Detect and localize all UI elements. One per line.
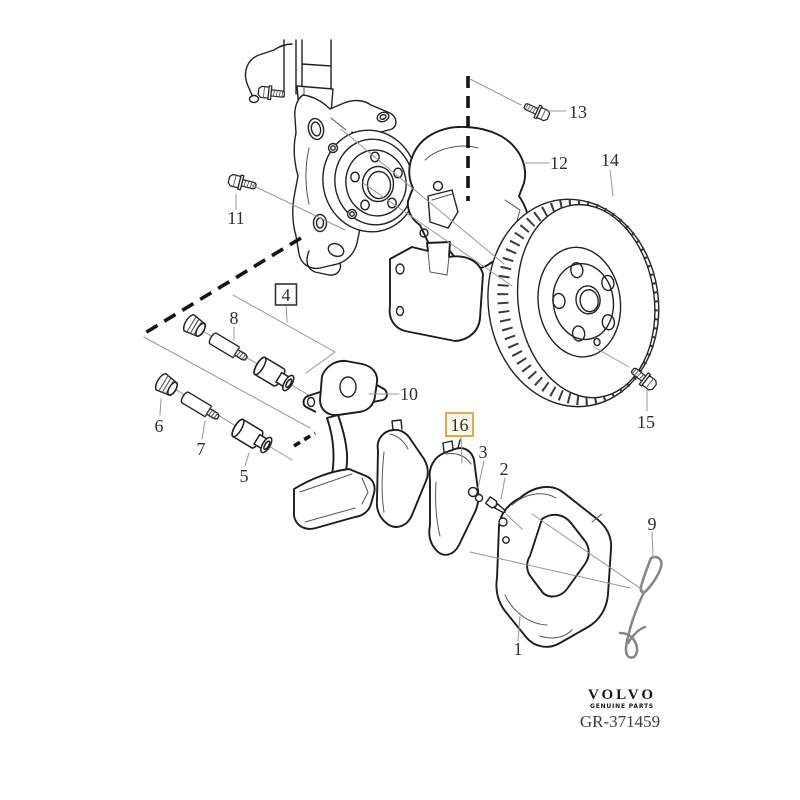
steering-knuckle-hub-assembly [244, 39, 418, 276]
wheel-speed-sensor-wire [244, 43, 293, 104]
callout-labels: 1 2 3 4 5 6 7 8 9 10 11 12 13 14 15 16 [155, 102, 657, 659]
wheel-hub [322, 129, 418, 233]
hub-flange-bolt [327, 142, 339, 154]
genuine-parts-text: GENUINE PARTS [590, 703, 654, 710]
callout-8: 8 [230, 308, 239, 328]
callout-leader-lines [159, 78, 654, 642]
callout-1: 1 [514, 639, 523, 659]
branding-block: VOLVO GENUINE PARTS GR-371459 [580, 687, 660, 731]
callout-2: 2 [500, 459, 509, 479]
callout-15: 15 [637, 412, 655, 432]
callout-13: 13 [569, 102, 587, 122]
brake-caliper [495, 486, 613, 648]
callout-14: 14 [601, 150, 619, 170]
hub-flange-bolt [346, 208, 358, 220]
pinch-bolt [257, 84, 286, 102]
callout-5: 5 [240, 466, 249, 486]
guide-pin-kit [152, 312, 298, 457]
guide-pin-8 [207, 331, 251, 365]
anti-rattle-spring [618, 555, 663, 659]
brake-pad-inner [375, 419, 429, 528]
callout-11: 11 [227, 208, 244, 228]
drawing-number: GR-371459 [580, 712, 660, 731]
guide-pin-7 [179, 390, 223, 424]
volvo-logo: VOLVO [588, 687, 656, 703]
splash-shield-lower-section [388, 241, 484, 342]
brake-pad-outer [428, 439, 480, 556]
guide-pin-cap-6 [152, 371, 182, 400]
callout-16: 16 [451, 415, 469, 435]
knuckle-bolt-11 [226, 171, 259, 194]
guide-pin-sleeve-upper [251, 354, 298, 395]
bleed-screw-cap [467, 486, 484, 503]
brake-pads [375, 419, 480, 556]
guide-pin-sleeve-5 [229, 416, 276, 457]
callout-4: 4 [282, 285, 291, 305]
guide-pin-cap-upper [180, 312, 210, 341]
installation-dashed-lines [144, 76, 470, 448]
callout-4-box [274, 283, 298, 306]
caliper-bracket [293, 359, 388, 530]
brake-disc [487, 198, 660, 408]
callout-12: 12 [550, 153, 568, 173]
callout-9: 9 [648, 514, 657, 534]
callout-3: 3 [479, 442, 488, 462]
callout-7: 7 [197, 439, 206, 459]
callout-10: 10 [400, 384, 418, 404]
callout-16-highlight-box [445, 412, 474, 437]
callout-6: 6 [155, 416, 164, 436]
bleed-screw [484, 496, 506, 513]
